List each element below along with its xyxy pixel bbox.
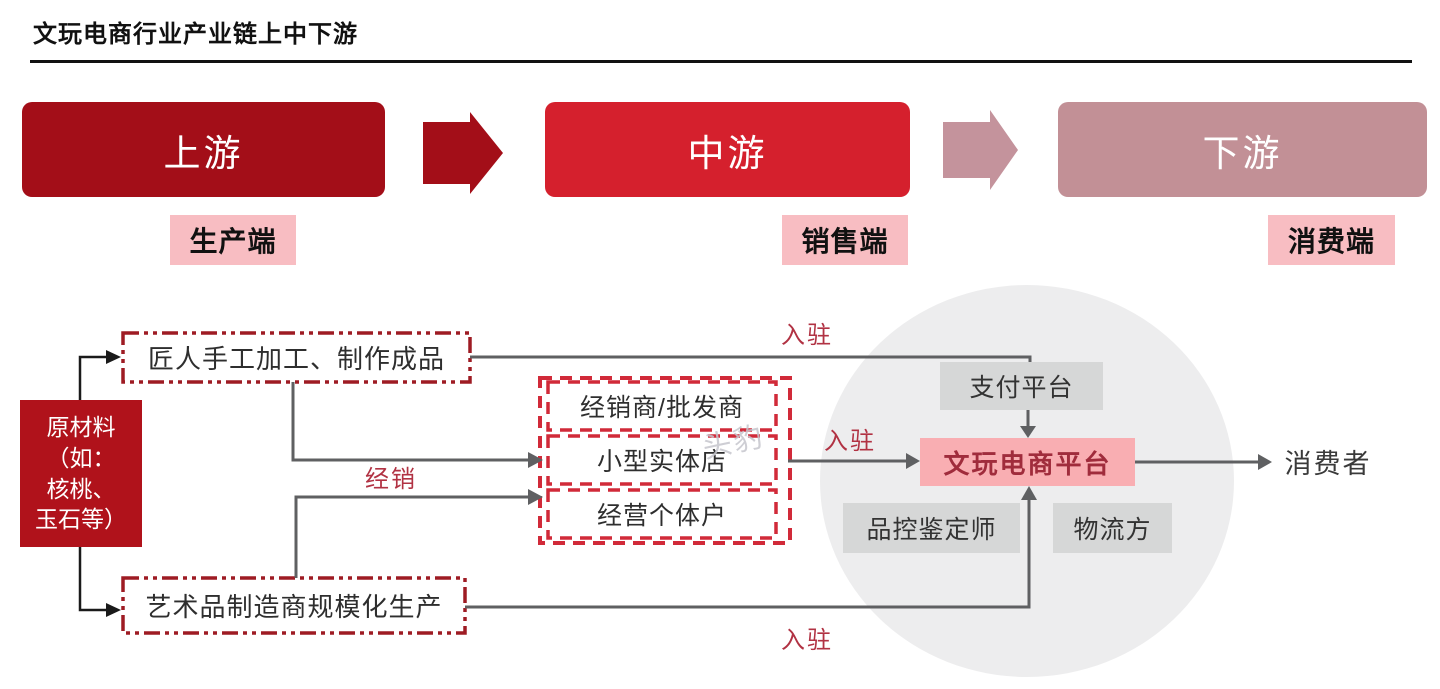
raw-to-manufacturer-arrowhead-icon (106, 603, 121, 617)
page-title: 文玩电商行业产业链上中下游 (33, 21, 358, 48)
ecommerce-platform-box: 文玩电商平台 (920, 438, 1135, 486)
raw-material-box: 原材料 （如： 核桃、 玉石等） (20, 400, 142, 547)
artisan-box-label: 匠人手工加工、制作成品 (147, 344, 445, 374)
small-shop-box-border (546, 434, 778, 486)
artisan-to-shop-line (291, 382, 528, 462)
label-production-side: 生产端 (170, 215, 296, 265)
consumer-label: 消费者 (1284, 448, 1372, 479)
artisan-to-payment-line (470, 355, 1032, 363)
distributor-box-label: 经销商/批发商 (580, 394, 744, 422)
artisan-to-shop-arrowhead-icon (528, 452, 543, 468)
stage-downstream: 下游 (1058, 102, 1427, 197)
stage-midstream: 中游 (545, 102, 910, 197)
middlemen-to-platform-arrowhead-icon (906, 453, 920, 469)
individual-box-label: 经营个体户 (596, 502, 727, 530)
label-consumption-side: 消费端 (1268, 215, 1395, 265)
manufacturer-to-individual-arrowhead-icon (528, 489, 543, 505)
raw-to-manufacturer-line (78, 547, 106, 612)
edge-label-join-bottom: 入驻 (781, 626, 833, 654)
manufacturer-box-label: 艺术品制造商规模化生产 (145, 592, 443, 622)
individual-box-border (546, 488, 778, 540)
stage-upstream: 上游 (22, 102, 385, 197)
title-divider (30, 60, 1412, 63)
manufacturer-to-platform-line (465, 499, 1031, 609)
small-shop-box-label: 小型实体店 (596, 448, 727, 476)
manufacturer-to-platform-arrowhead-icon (1021, 486, 1037, 500)
logistics-box: 物流方 (1053, 503, 1172, 553)
payment-to-platform-arrowhead-icon (1020, 426, 1036, 438)
edge-label-join-mid: 入驻 (824, 427, 876, 455)
quality-inspector-box: 品控鉴定师 (843, 503, 1020, 553)
manufacturer-box-border (121, 576, 467, 635)
artisan-box-border (121, 331, 472, 384)
platform-to-consumer-arrowhead-icon (1258, 454, 1272, 470)
mid-to-down-arrow-icon (943, 110, 1018, 190)
raw-to-artisan-line (78, 355, 106, 400)
up-to-mid-arrow-icon (423, 112, 503, 194)
edge-label-distribution: 经销 (365, 465, 417, 493)
raw-to-artisan-arrowhead-icon (106, 350, 121, 364)
payment-platform-box: 支付平台 (940, 362, 1103, 410)
label-sales-side: 销售端 (782, 215, 908, 265)
manufacturer-to-individual-line (294, 495, 528, 578)
distributor-box-border (546, 380, 778, 432)
edge-label-join-top: 入驻 (781, 321, 833, 349)
